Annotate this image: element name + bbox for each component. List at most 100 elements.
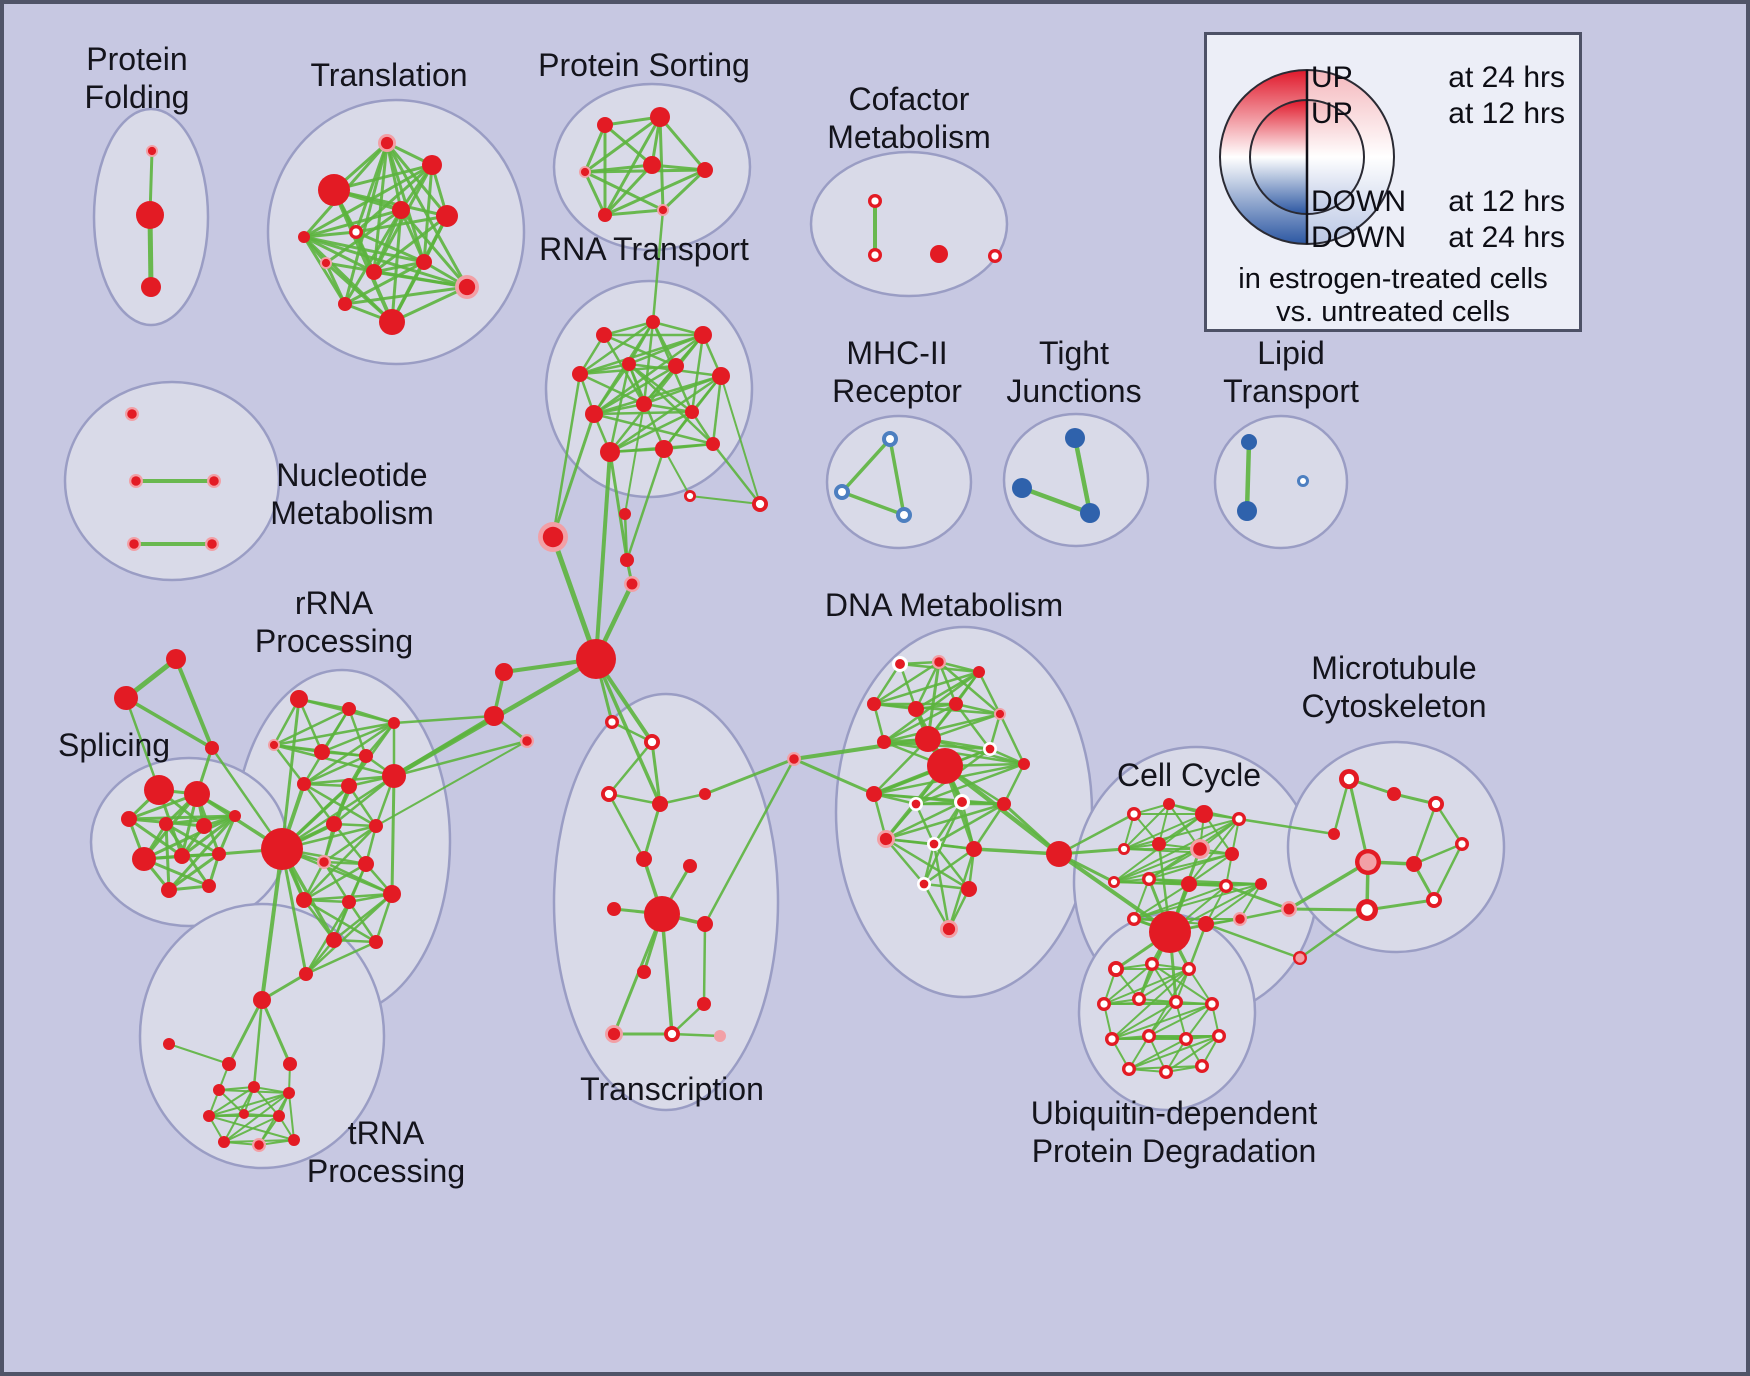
network-node (213, 1084, 225, 1096)
network-edge (932, 801, 964, 845)
network-edge (627, 321, 655, 365)
network-node (290, 690, 308, 708)
network-node (222, 1057, 236, 1071)
network-edge (1413, 842, 1463, 866)
network-node (600, 442, 620, 462)
legend-caption-line2: vs. untreated cells (1276, 296, 1510, 328)
network-node (1406, 856, 1422, 872)
network-node (994, 708, 1006, 720)
network-node (1195, 805, 1213, 823)
network-node (1455, 837, 1469, 851)
network-node (520, 734, 534, 748)
network-edge (660, 913, 674, 1035)
network-edge (625, 448, 666, 561)
network-edge (1205, 883, 1262, 925)
network-edge (883, 712, 1001, 744)
network-node (166, 649, 186, 669)
network-node (646, 315, 660, 329)
network-edge (343, 142, 389, 305)
network-node (392, 201, 410, 219)
network-edge (385, 142, 469, 288)
network-node (868, 194, 882, 208)
network-edge (253, 1086, 280, 1117)
network-node (205, 537, 219, 551)
network-edge (355, 230, 425, 264)
network-edge (1057, 852, 1172, 934)
network-node (1149, 911, 1191, 953)
network-node (125, 407, 139, 421)
network-node (366, 264, 382, 280)
legend-row-down-24: DOWN at 24 hrs (1311, 221, 1565, 255)
network-node (1118, 843, 1130, 855)
network-node (1142, 1029, 1156, 1043)
network-node (988, 249, 1002, 263)
network-edge (1123, 813, 1205, 850)
network-edge (168, 1043, 230, 1065)
network-edge (642, 321, 655, 405)
network-edge (303, 862, 367, 902)
network-edge (208, 1086, 255, 1117)
network-edge (594, 451, 612, 660)
network-edge (325, 261, 393, 324)
network-node (253, 991, 271, 1009)
network-edge (658, 116, 665, 211)
network-node (636, 851, 652, 867)
network-edge (885, 802, 1005, 841)
network-edge (1366, 898, 1435, 912)
network-node (685, 405, 699, 419)
network-edge (1111, 1001, 1177, 1040)
network-edge (1288, 860, 1369, 911)
network-edge (1165, 1035, 1220, 1073)
legend-row-up-12: UP at 12 hrs (1311, 97, 1565, 131)
network-node (697, 162, 713, 178)
network-node (973, 666, 985, 678)
network-edge (873, 670, 980, 706)
network-node (576, 639, 616, 679)
network-node (342, 702, 356, 716)
network-edge (375, 740, 528, 827)
network-edge (873, 702, 1001, 716)
network-edge (609, 374, 722, 454)
legend-up12-label: UP (1311, 97, 1353, 130)
network-node (619, 508, 631, 520)
network-edge (873, 660, 940, 706)
network-node (643, 156, 661, 174)
network-node (163, 1038, 175, 1050)
network-edge (125, 696, 213, 750)
network-edge (391, 285, 468, 324)
network-edge (973, 847, 1060, 856)
network-node (949, 697, 963, 711)
network-edge (702, 923, 707, 1005)
network-edge (1148, 1003, 1213, 1037)
network-edge (923, 847, 975, 886)
cluster-ellipse-microtubule-cytoskeleton (1286, 740, 1506, 954)
network-node (917, 877, 931, 891)
network-edge (885, 800, 963, 841)
network-edge (305, 940, 377, 976)
network-edge (174, 658, 214, 749)
network-edge (1288, 907, 1368, 912)
legend-up24-label: UP (1311, 61, 1353, 94)
network-edge (579, 320, 654, 376)
network-node (1426, 892, 1442, 908)
network-node (1195, 1059, 1209, 1073)
network-edge (1133, 878, 1150, 920)
network-edge (885, 837, 970, 891)
network-edge (223, 1086, 255, 1143)
cluster-ellipse-cofactor-metabolism (809, 150, 1009, 298)
network-node (1356, 899, 1378, 921)
network-node (1297, 475, 1309, 487)
cluster-ellipse-splicing (89, 756, 289, 928)
network-edge (938, 661, 1001, 715)
network-node (436, 205, 458, 227)
network-node (866, 786, 882, 802)
network-node (248, 1081, 260, 1093)
network-edge (592, 363, 631, 415)
legend-up12-time: at 12 hrs (1448, 97, 1565, 130)
network-edge (609, 410, 693, 454)
network-node (212, 847, 226, 861)
network-edge (347, 785, 378, 827)
network-node (184, 781, 210, 807)
network-node (927, 748, 963, 784)
network-node (379, 309, 405, 335)
